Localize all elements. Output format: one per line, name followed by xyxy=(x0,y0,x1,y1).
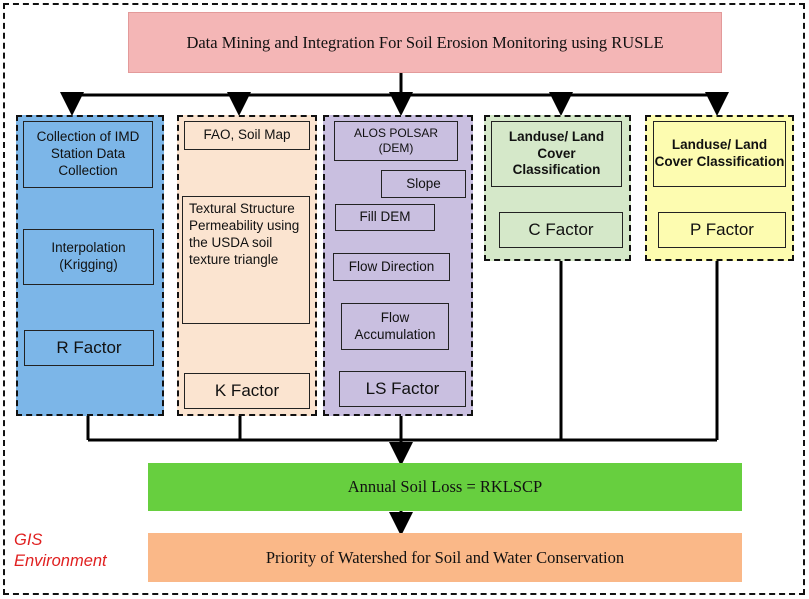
ls-factor-box: LS Factor xyxy=(339,371,466,407)
fao-soil-map-box: FAO, Soil Map xyxy=(184,121,310,150)
c-factor-panel xyxy=(484,115,631,261)
gis-environment-frame xyxy=(3,3,805,595)
title-box: Data Mining and Integration For Soil Ero… xyxy=(128,12,722,73)
annual-soil-loss-box: Annual Soil Loss = RKLSCP xyxy=(148,463,742,511)
p-factor-box: P Factor xyxy=(658,212,786,248)
p-factor-panel xyxy=(645,115,794,261)
k-factor-box: K Factor xyxy=(184,373,310,409)
gis-environment-label: GIS Environment xyxy=(14,531,107,571)
fill-dem-box: Fill DEM xyxy=(335,204,435,231)
c-landuse-box: Landuse/ Land Cover Classification xyxy=(491,121,622,187)
soil-texture-box: Textural Structure Permeability using th… xyxy=(182,196,310,324)
watershed-priority-box: Priority of Watershed for Soil and Water… xyxy=(148,533,742,582)
flow-accumulation-box: Flow Accumulation xyxy=(341,303,449,350)
slope-box: Slope xyxy=(381,170,466,198)
ls-factor-panel xyxy=(323,115,473,416)
c-factor-box: C Factor xyxy=(499,212,623,248)
p-landuse-box: Landuse/ Land Cover Classification xyxy=(653,121,786,187)
r-factor-box: R Factor xyxy=(24,330,154,366)
alos-dem-box: ALOS POLSAR (DEM) xyxy=(334,121,458,161)
interpolation-box: Interpolation (Krigging) xyxy=(23,229,154,285)
k-factor-panel xyxy=(177,115,317,416)
flow-direction-box: Flow Direction xyxy=(333,253,450,281)
imd-data-collection-box: Collection of IMD Station Data Collectio… xyxy=(23,121,153,188)
